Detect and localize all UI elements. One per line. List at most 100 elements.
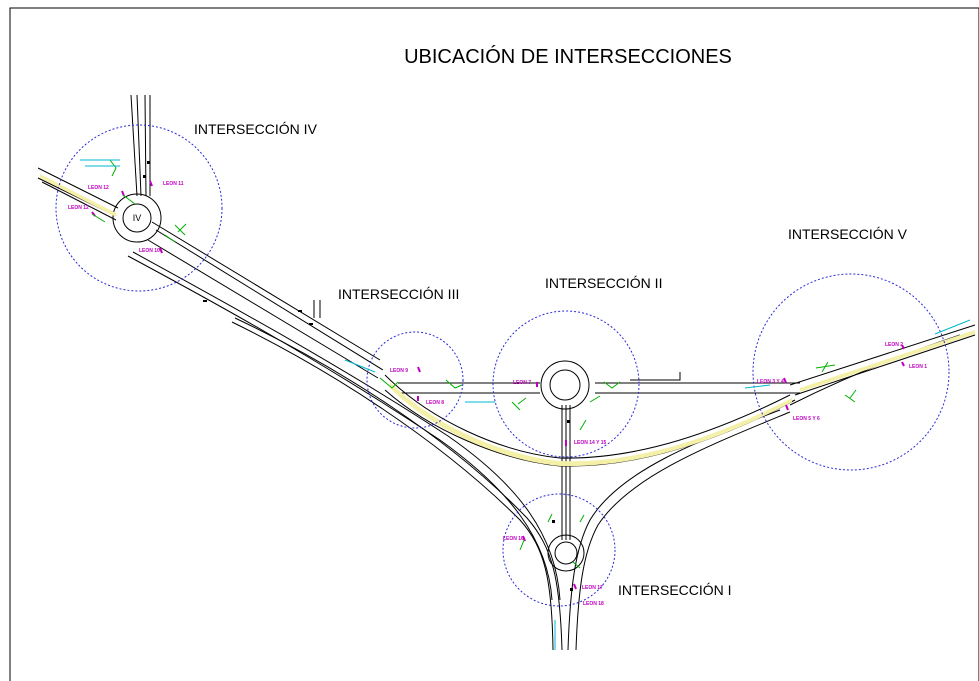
arrow-ii-3 [589, 395, 601, 403]
station-mark-7 [552, 520, 555, 523]
leon-5-6-label: LEON 5 Y 6 [793, 416, 820, 422]
road-main-b [155, 229, 384, 371]
arrow-iv-4 [164, 234, 176, 243]
arrow-i-3 [579, 514, 585, 523]
roundabout-ii-inner [549, 369, 581, 401]
arrow-iv-3 [174, 223, 187, 236]
cyan-v-a [744, 384, 771, 389]
leon-7-label: LEON 7 [513, 380, 531, 386]
leon-9-marker [417, 366, 421, 373]
arrow-iv-1 [109, 159, 117, 177]
leon-10-marker [159, 247, 163, 254]
road-sw-c [231, 321, 554, 651]
roundabout-i-inner [554, 541, 578, 565]
road-sw-d [234, 317, 563, 651]
intersection-i-circle [502, 493, 616, 607]
leon-14-15-label: LEON 14 Y 15 [574, 440, 607, 446]
intersection-circles [55, 124, 950, 607]
station-mark-1 [203, 300, 207, 302]
road-nw-entry-c [41, 181, 117, 221]
median-east [800, 330, 975, 392]
median-bypass [390, 382, 792, 467]
intersection-i-label: INTERSECCIÓN I [618, 582, 732, 598]
cyan-iii [344, 359, 376, 373]
arrow-v-1 [815, 361, 836, 373]
station-marks [143, 161, 573, 591]
road-sw-b [132, 251, 561, 601]
station-mark-5 [143, 175, 146, 178]
leon-12a-label: LEON 12 [88, 185, 109, 191]
road-ii-v-spur [630, 372, 681, 381]
leon-8-label: LEON 8 [426, 400, 444, 406]
leon-labels: LEON 11 LEON 12 LEON 12 LEON 10 LEON 9 L… [68, 181, 927, 607]
leon-12b-label: LEON 12 [68, 205, 89, 211]
road-east-a [789, 324, 976, 386]
leon-17-label: LEON 17 [582, 585, 603, 591]
leon-17-marker [573, 583, 577, 590]
arrow-ii-1 [511, 397, 527, 411]
intersection-iv-label: INTERSECCIÓN IV [194, 121, 318, 137]
drawing-frame [9, 7, 979, 681]
road-main-c [147, 239, 379, 379]
leon-11-label: LEON 11 [163, 181, 184, 187]
road-north-b [136, 94, 142, 197]
roundabout-iv-island [122, 203, 152, 233]
road-nw-entry-a [37, 167, 119, 209]
intersection-iii-circle [366, 331, 464, 429]
intersection-ii-circle [492, 310, 640, 458]
road-north-a [130, 94, 138, 197]
leon-5-marker [785, 404, 789, 411]
leon-3-marker [783, 377, 787, 384]
intersection-v-circle [752, 273, 950, 471]
leon-16-marker [522, 535, 526, 542]
station-mark-2 [309, 323, 313, 325]
leon-2-marker [901, 344, 905, 350]
arrow-ii-2 [603, 381, 621, 389]
bypass-a [384, 374, 791, 459]
arrow-i-1 [519, 539, 525, 551]
medians [40, 174, 975, 467]
arrow-iii-2 [445, 379, 463, 389]
station-mark-8 [570, 588, 573, 591]
intersection-iii-label: INTERSECCIÓN III [338, 286, 459, 302]
road-east-b [794, 334, 976, 396]
leon-3-4-label: LEON 3 Y 4 [757, 379, 784, 385]
intersection-ii-label: INTERSECCIÓN II [545, 275, 662, 291]
arrow-i-4 [572, 561, 581, 569]
drawing-title: UBICACIÓN DE INTERSECCIONES [404, 45, 732, 68]
leon-9-label: LEON 9 [390, 368, 408, 374]
traffic-arrows [91, 159, 857, 569]
leon-markers [91, 180, 905, 590]
station-mark-4 [147, 161, 150, 164]
arrow-iv-2 [91, 213, 106, 223]
leon-1-label: LEON 1 [909, 364, 927, 370]
road-main-a [151, 221, 381, 361]
road-network [37, 94, 976, 651]
station-mark-3 [298, 310, 302, 312]
leon-10-label: LEON 10 [139, 248, 160, 254]
leon-2-label: LEON 2 [885, 342, 903, 348]
arrow-iii-1 [379, 377, 399, 389]
leon-18-label: LEON 18 [583, 601, 604, 607]
leon-16-label: LEON 16 [503, 536, 524, 542]
roundabout-iv-marker: IV [133, 213, 142, 223]
intersection-v-label: INTERSECCIÓN V [788, 226, 908, 242]
station-mark-6 [567, 420, 570, 423]
road-v-i-b [575, 411, 791, 651]
arrow-i-2 [547, 513, 553, 523]
road-sw-a [127, 255, 553, 601]
leon-1-marker [901, 361, 905, 367]
road-north-c [144, 94, 147, 197]
roundabout-i-outer [547, 534, 585, 572]
arrow-ii-4 [579, 419, 587, 431]
leon-11-marker [149, 180, 153, 187]
intersection-iv-circle [55, 124, 223, 292]
roundabout-ii-outer [540, 360, 590, 410]
cyan-v-b [934, 319, 971, 335]
arrow-iv-5 [122, 194, 136, 205]
roundabout-iv-outer [112, 193, 162, 243]
cyan-annotations [80, 159, 971, 650]
median-nw [40, 174, 116, 217]
arrow-v-2 [844, 389, 857, 403]
